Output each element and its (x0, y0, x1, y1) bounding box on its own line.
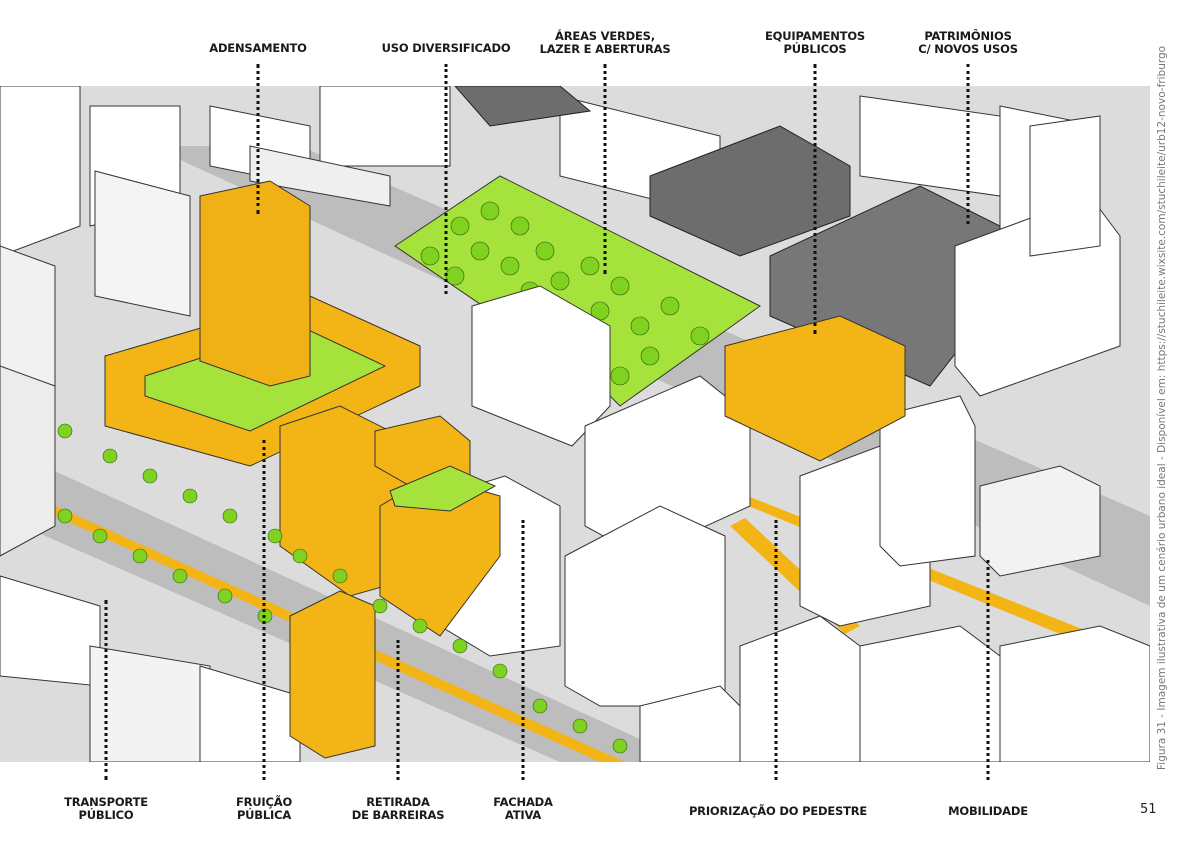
leader-fruicao-publica (263, 440, 266, 780)
leader-priorizacao-pedestre (775, 520, 778, 780)
page-number: 51 (1140, 802, 1157, 817)
leader-retirada-barreiras (397, 640, 400, 780)
label-patrimonios: PATRIMÔNIOS C/ NOVOS USOS (918, 30, 1018, 56)
leader-areas-verdes (604, 64, 607, 274)
label-areas-verdes: ÁREAS VERDES, LAZER E ABERTURAS (540, 30, 671, 56)
label-fruicao-publica: FRUIÇÃO PÚBLICA (236, 796, 292, 822)
leader-mobilidade (987, 560, 990, 780)
label-uso-diversificado: USO DIVERSIFICADO (382, 42, 511, 55)
urban-scene-illustration (0, 86, 1150, 762)
label-adensamento: ADENSAMENTO (209, 42, 306, 55)
leader-adensamento (257, 64, 260, 214)
leader-fachada-ativa (522, 520, 525, 780)
label-fachada-ativa: FACHADA ATIVA (493, 796, 552, 822)
label-retirada-barreiras: RETIRADA DE BARREIRAS (352, 796, 445, 822)
leader-patrimonios (967, 64, 970, 224)
label-equipamentos-publicos: EQUIPAMENTOS PÚBLICOS (765, 30, 865, 56)
leader-transporte-publico (105, 600, 108, 780)
label-mobilidade: MOBILIDADE (948, 805, 1028, 818)
figure-caption: Figura 31 - Imagem ilustrativa de um cen… (1156, 110, 1168, 770)
label-transporte-publico: TRANSPORTE PÚBLICO (64, 796, 148, 822)
label-priorizacao-pedestre: PRIORIZAÇÃO DO PEDESTRE (689, 805, 867, 818)
leader-uso-diversificado (445, 64, 448, 294)
leader-equipamentos-publicos (814, 64, 817, 334)
